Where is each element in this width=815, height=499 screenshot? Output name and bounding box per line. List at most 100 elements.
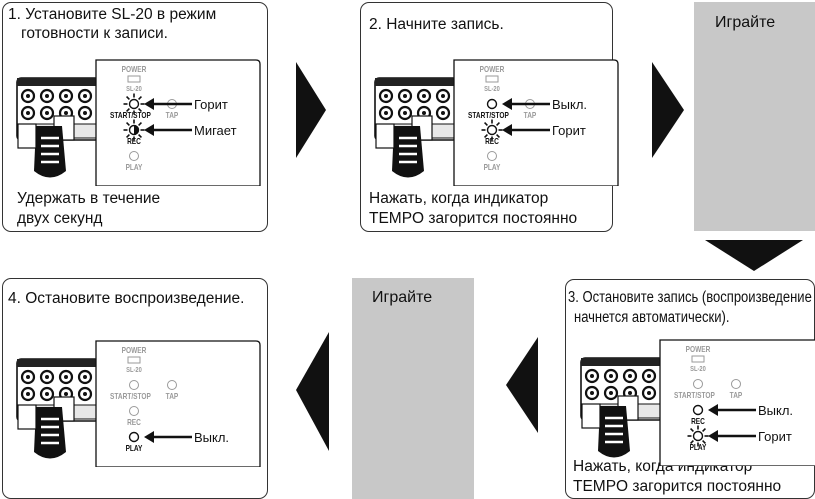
step-2-caption-line-2: TEMPO загорится постоянно: [369, 210, 578, 227]
callout-arrow-1: [144, 98, 192, 110]
arrow-down: [705, 240, 803, 271]
play-label: PLAY: [690, 442, 707, 452]
start-stop-label: START/STOP: [468, 110, 509, 120]
power-label: POWER: [122, 345, 147, 355]
foot-icon: [581, 403, 630, 458]
foot-icon: [375, 123, 424, 178]
callout-arrow-2: [144, 124, 192, 136]
arrow-right-1: [296, 62, 326, 158]
pedal-side: [17, 404, 37, 430]
play-label-bottom: Играйте: [372, 289, 433, 306]
power-label: POWER: [480, 64, 505, 74]
step-2-caption-line-1: Нажать, когда индикатор: [369, 190, 549, 207]
callout-label-1: Выкл.: [552, 97, 587, 112]
step-1-title-line-2: готовности к записи.: [21, 25, 168, 42]
control-panel-body: [95, 340, 261, 468]
play-label: PLAY: [126, 443, 143, 453]
callout-label-2: Горит: [552, 123, 586, 138]
pedal-side: [581, 403, 601, 429]
play-led: [487, 151, 497, 161]
power-led: [691, 355, 705, 363]
callout-label-1: Горит: [194, 97, 228, 112]
shoe: [34, 126, 66, 178]
play-led: [692, 430, 704, 442]
step-1-caption-line-1: Удержать в течение: [17, 190, 161, 207]
callout-label-2: Мигает: [194, 123, 237, 138]
power-led: [485, 75, 499, 83]
step-1-title-line-1: 1. Установите SL-20 в режим: [8, 6, 217, 23]
step-2-title: 2. Начните запись.: [369, 16, 504, 33]
shoe: [598, 406, 630, 458]
rec-label: REC: [691, 416, 705, 426]
start-stop-label: START/STOP: [110, 110, 151, 120]
play-label: PLAY: [484, 162, 501, 172]
pedal-unit-top-edge: [581, 358, 663, 366]
arrow-left-2: [296, 332, 329, 451]
rec-led-half: [134, 125, 139, 135]
tap-label: TAP: [166, 391, 179, 401]
rec-label: REC: [127, 417, 141, 427]
rec-label: REC: [485, 136, 499, 146]
step-3-caption-line-2: TEMPO загорится постоянно: [573, 478, 782, 495]
shoe: [392, 126, 424, 178]
power-led: [127, 356, 141, 364]
step-3-title-line-1: 3. Остановите запись (воспроизведение: [568, 289, 812, 306]
step-4-title: 4. Остановите воспроизведение.: [8, 290, 245, 307]
pedal-side: [17, 123, 37, 149]
play-label: PLAY: [126, 162, 143, 172]
tap-label: TAP: [166, 110, 179, 120]
play-led: [128, 431, 140, 443]
model-label: SL-20: [126, 86, 142, 94]
start-stop-led-glow: [123, 93, 145, 115]
pedal-side: [375, 123, 395, 149]
play-led: [129, 151, 139, 161]
callout-arrow-1: [708, 404, 756, 416]
start-stop-label: START/STOP: [674, 390, 715, 400]
callout-arrow-2: [502, 124, 550, 136]
tap-led: [167, 380, 177, 390]
pedal-unit-top-edge: [17, 78, 99, 86]
step-3-title-line-2: начнется автоматически).: [574, 309, 730, 326]
callout-label-1: Выкл.: [758, 403, 793, 418]
power-label: POWER: [122, 64, 147, 74]
pedal-unit-top-edge: [17, 359, 99, 367]
foot-icon: [17, 404, 66, 459]
rec-led: [486, 124, 498, 136]
model-label: SL-20: [126, 367, 142, 375]
start-stop-label: START/STOP: [110, 391, 151, 401]
callout-label-1: Выкл.: [194, 430, 229, 445]
play-led-glow: [687, 425, 709, 447]
pedal-unit-top-edge: [375, 78, 457, 86]
start-stop-led: [128, 98, 140, 110]
model-label: SL-20: [484, 86, 500, 94]
play-box-top: Играйте: [694, 2, 815, 231]
shoe: [34, 407, 66, 459]
rec-label: REC: [127, 136, 141, 146]
start-stop-led: [129, 380, 139, 390]
power-led: [127, 75, 141, 83]
play-box-bottom: Играйте: [352, 278, 474, 499]
start-stop-led: [486, 98, 498, 110]
rec-led-glow: [123, 119, 145, 141]
rec-led: [129, 406, 139, 416]
callout-arrow-1: [502, 98, 550, 110]
rec-led: [692, 404, 704, 416]
tap-label: TAP: [730, 390, 743, 400]
tap-label: TAP: [524, 110, 537, 120]
rec-led-glow: [481, 119, 503, 141]
arrow-right-2: [652, 62, 684, 158]
power-label: POWER: [686, 344, 711, 354]
tap-led: [731, 379, 741, 389]
